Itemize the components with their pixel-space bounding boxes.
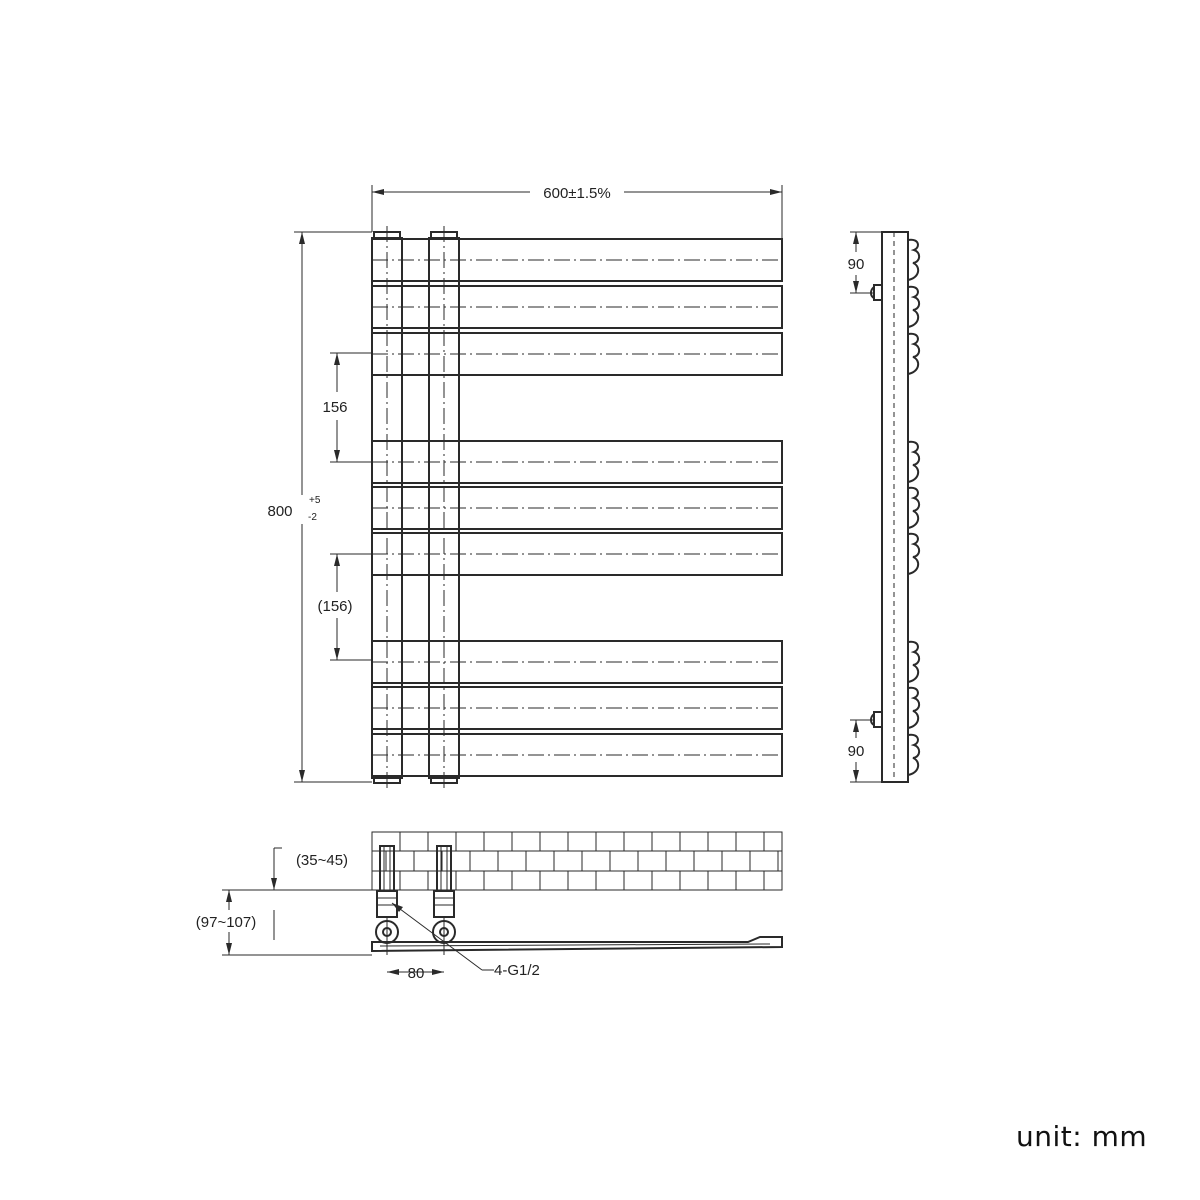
width-dimension-label: 600±1.5% bbox=[543, 185, 610, 202]
height-tolerance-lower: -2 bbox=[308, 512, 317, 523]
connection-leader: 4-G1/2 bbox=[391, 902, 540, 979]
width-dimension: 600±1.5% bbox=[371, 185, 783, 239]
plan-view: (35~45) (97~107) 80 4-G1/2 bbox=[196, 831, 783, 982]
front-view: 600±1.5% 800 +5 -2 156 bbox=[267, 185, 783, 790]
side-view: 90 90 bbox=[848, 231, 921, 783]
height-dimension: 800 +5 -2 bbox=[267, 231, 372, 783]
bottom-offset-dimension: 90 bbox=[848, 719, 882, 783]
bar-1 bbox=[371, 238, 783, 282]
bar-9 bbox=[371, 733, 783, 777]
top-offset-label: 90 bbox=[848, 256, 865, 273]
bar-6 bbox=[371, 532, 783, 576]
bar-4 bbox=[371, 440, 783, 484]
wall-offset-label: (35~45) bbox=[296, 852, 348, 869]
brick-wall bbox=[371, 831, 783, 891]
connection-label: 4-G1/2 bbox=[494, 962, 540, 979]
bar-8 bbox=[371, 686, 783, 730]
depth-label: (97~107) bbox=[196, 914, 256, 931]
gap-dimension: 156 bbox=[322, 352, 372, 463]
gap-reference-label: (156) bbox=[317, 598, 352, 615]
gap-reference-dimension: (156) bbox=[317, 553, 372, 661]
radiator-panel bbox=[371, 936, 783, 953]
gap-dimension-label: 156 bbox=[322, 399, 347, 416]
pipe-centers-label: 80 bbox=[408, 965, 425, 982]
bar-2 bbox=[371, 285, 783, 329]
top-offset-dimension: 90 bbox=[848, 231, 882, 294]
height-dimension-label: 800 bbox=[267, 503, 292, 520]
unit-label: unit: mm bbox=[1016, 1120, 1148, 1153]
bottom-offset-label: 90 bbox=[848, 743, 865, 760]
side-bar-profiles bbox=[907, 238, 921, 776]
pipe-centers-dimension: 80 bbox=[387, 965, 444, 982]
bar-3 bbox=[371, 332, 783, 376]
bar-7 bbox=[371, 640, 783, 684]
bar-5 bbox=[371, 486, 783, 530]
height-tolerance-upper: +5 bbox=[309, 495, 321, 506]
depth-dimension: (97~107) bbox=[196, 889, 372, 956]
radiator-bars bbox=[371, 226, 783, 790]
wall-brackets bbox=[870, 284, 882, 728]
wall-offset-dimension: (35~45) bbox=[268, 847, 380, 891]
